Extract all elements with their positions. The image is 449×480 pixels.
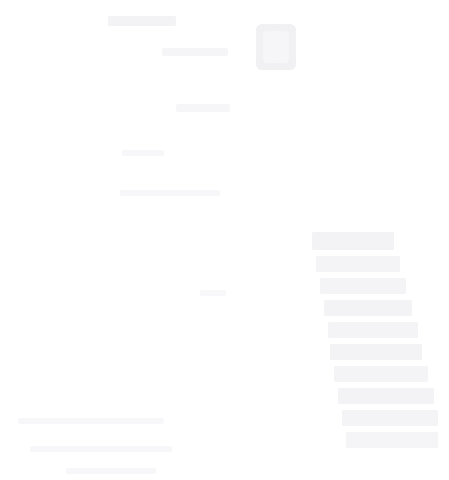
faded-text-line	[120, 190, 220, 196]
faded-text-line	[122, 150, 164, 156]
faded-text-line	[30, 446, 172, 452]
faded-text-line	[162, 48, 228, 56]
faded-column-block	[312, 232, 438, 448]
faded-text-line	[200, 290, 226, 296]
faded-emblem-icon	[256, 24, 296, 70]
faded-text-line	[18, 418, 164, 424]
faded-header	[108, 16, 230, 112]
faded-text-line	[176, 104, 230, 112]
faded-text-line	[108, 16, 176, 26]
faded-text-line	[66, 468, 156, 474]
faded-body-text	[18, 150, 226, 474]
